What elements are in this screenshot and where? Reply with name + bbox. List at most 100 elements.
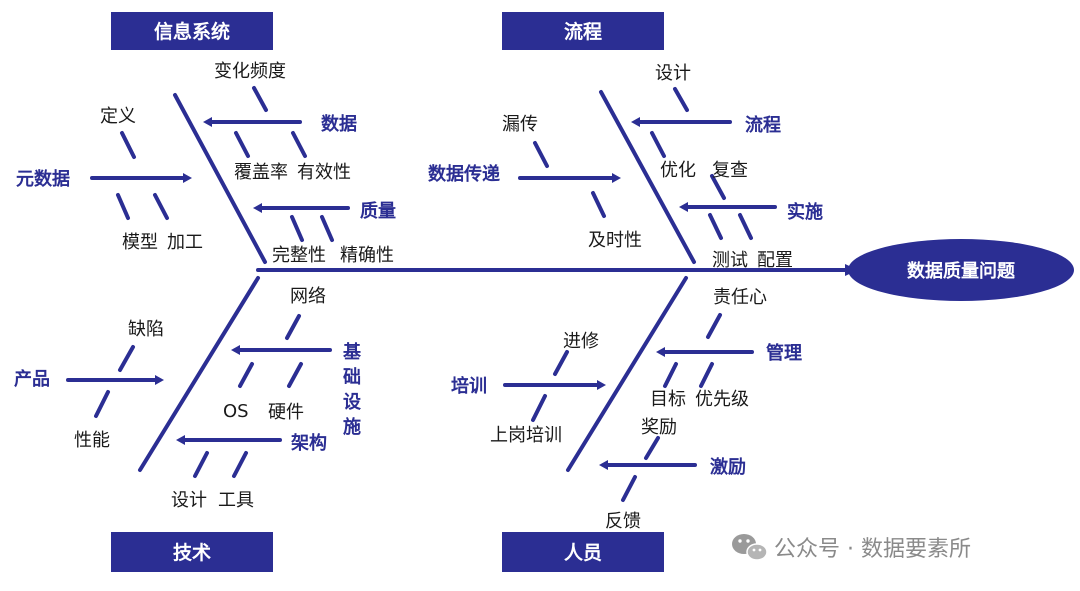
cause-timeliness: 及时性 [588,230,642,251]
rib-implementation-arrow [679,202,688,212]
tick-performance [94,390,110,418]
tick-onboarding [531,394,547,422]
category-box-process [502,12,664,50]
cause-reward: 奖励 [641,417,677,438]
tick-validity [291,131,307,158]
wechat-icon [732,534,768,561]
tick-network [285,314,301,340]
bone-technology [138,276,260,472]
tick-config [738,213,753,240]
cause-management: 管理 [766,342,802,364]
tick-definition [120,131,136,159]
bone-info-system [173,93,267,264]
category-label-process: 流程 [564,20,602,43]
cause-further-study: 进修 [563,331,599,352]
tick-defect [118,345,135,372]
tick-model [116,193,130,220]
tick-further-study [553,350,569,376]
cause-definition: 定义 [100,106,136,127]
tick-timeliness [591,191,606,218]
cause-incentive: 激励 [710,456,746,478]
tick-accuracy [320,215,334,242]
cause-feedback: 反馈 [605,511,641,532]
tick-review [710,174,726,200]
cause-tools: 工具 [218,490,254,511]
rib-architecture-arrow [176,435,185,445]
category-label-technology: 技术 [173,541,211,564]
cause-priority: 优先级 [695,389,749,410]
problem-head [848,239,1074,301]
cause-infrastructure-3: 设 [343,392,361,413]
cause-infrastructure-1: 基 [342,341,362,363]
tick-optimize [650,131,666,158]
cause-test: 测试 [712,250,748,271]
cause-network: 网络 [290,286,326,307]
cause-config: 配置 [757,250,793,271]
tick-processing [153,193,169,220]
cause-implementation: 实施 [787,201,823,223]
tick-coverage [234,131,250,158]
cause-product: 产品 [14,368,50,390]
watermark-text: 公众号 · 数据要素所 [774,537,971,562]
cause-performance: 性能 [74,430,110,451]
cause-review: 复查 [712,160,748,181]
cause-data: 数据 [321,113,357,135]
rib-management-arrow [656,347,665,357]
tick-goal [663,362,678,388]
cause-onboarding: 上岗培训 [490,425,562,446]
cause-defect: 缺陷 [128,319,164,340]
tick-arch-design [193,451,209,478]
category-box-technology [111,532,273,572]
bone-process [599,90,696,264]
category-label-info-system: 信息系统 [154,20,230,43]
tick-os [238,362,254,388]
cause-validity: 有效性 [297,162,351,183]
cause-omission: 漏传 [502,114,538,135]
cause-processing: 加工 [167,232,203,253]
tick-hardware [287,362,303,388]
tick-omission [533,141,549,168]
category-box-people [502,532,664,572]
rib-data-transfer-arrow [612,173,621,183]
tick-priority [699,362,714,388]
tick-change-frequency [252,86,268,112]
problem-head-label: 数据质量问题 [907,260,1016,282]
cause-arch-design: 设计 [171,490,207,511]
tick-responsibility [706,313,722,339]
rib-incentive-arrow [599,460,608,470]
cause-infrastructure-2: 础 [343,367,361,388]
rib-product-arrow [155,375,164,385]
cause-optimize: 优化 [660,160,696,181]
cause-hardware: 硬件 [268,402,304,423]
category-box-info-system [111,12,273,50]
cause-training: 培训 [451,375,487,397]
tick-design [673,87,689,112]
tick-test [708,213,723,240]
cause-design: 设计 [655,63,691,84]
tick-reward [644,436,660,460]
rib-training-arrow [597,380,606,390]
cause-model: 模型 [122,232,158,253]
rib-metadata-arrow [183,173,192,183]
tick-tools [232,451,248,478]
cause-accuracy: 精确性 [340,245,394,266]
bone-people [566,276,688,472]
category-label-people: 人员 [564,542,602,564]
cause-infrastructure-4: 施 [343,416,361,438]
cause-completeness: 完整性 [272,245,326,266]
cause-os: OS [223,401,249,422]
cause-goal: 目标 [650,389,686,410]
rib-quality-arrow [253,203,262,213]
tick-completeness [290,215,304,242]
cause-architecture: 架构 [291,432,327,454]
tick-feedback [621,475,637,502]
rib-data-arrow [203,117,212,127]
cause-responsibility: 责任心 [713,287,767,308]
cause-metadata: 元数据 [16,168,70,190]
cause-change-frequency: 变化频度 [214,61,286,82]
cause-coverage: 覆盖率 [234,162,288,183]
cause-flow: 流程 [745,114,781,136]
cause-data-transfer: 数据传递 [428,163,500,185]
cause-quality: 质量 [360,200,396,222]
